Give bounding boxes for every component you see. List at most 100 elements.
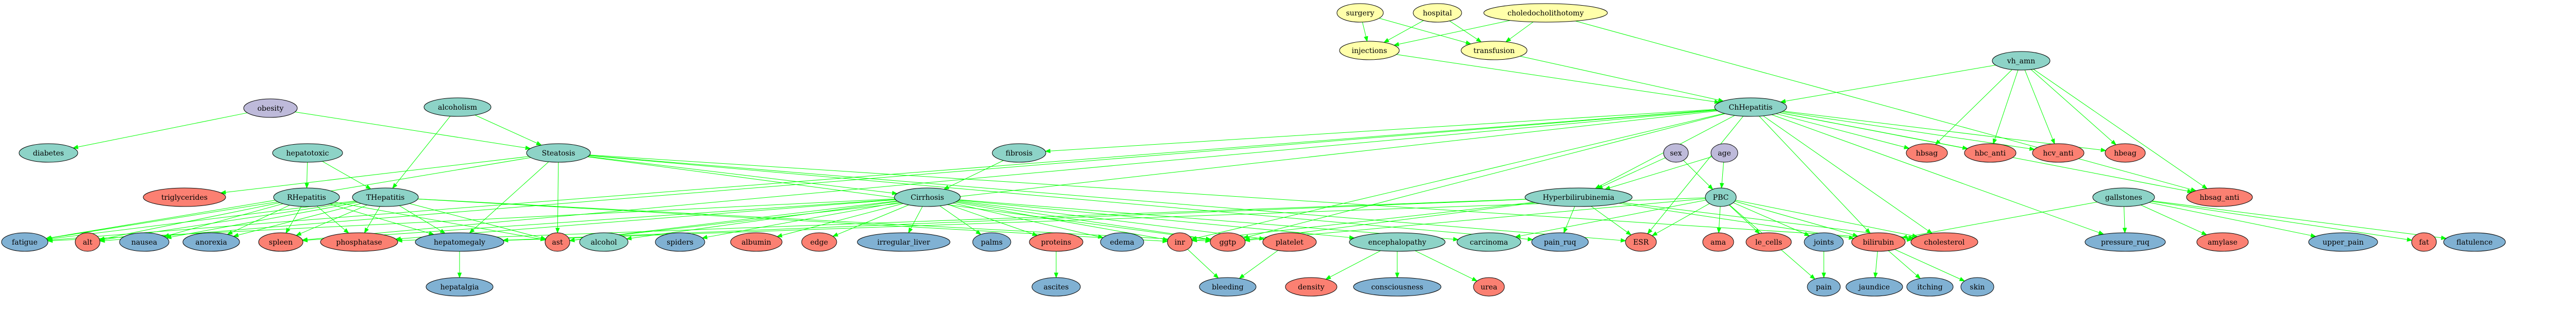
node-age[interactable]: age	[1710, 143, 1738, 163]
node-upper_pain[interactable]: upper_pain	[2308, 232, 2378, 252]
node-hcv_anti[interactable]: hcv_anti	[2032, 143, 2084, 163]
arrowhead-icon	[908, 227, 913, 234]
node-Cirrhosis[interactable]: Cirrhosis	[894, 187, 961, 207]
node-nausea[interactable]: nausea	[119, 232, 170, 252]
node-edge[interactable]: edge	[801, 232, 837, 252]
node-ellipse	[1483, 3, 1608, 23]
node-ellipse	[545, 232, 570, 252]
edge-ChHepatitis-to-ast	[569, 110, 1718, 243]
node-density[interactable]: density	[1285, 277, 1337, 297]
node-pain[interactable]: pain	[1807, 277, 1841, 297]
node-fibrosis[interactable]: fibrosis	[992, 143, 1046, 163]
node-ggtp[interactable]: ggtp	[1210, 232, 1246, 252]
edge-Cirrhosis-to-edema	[953, 202, 1104, 239]
node-ama[interactable]: ama	[1702, 232, 1734, 252]
node-hepatotoxic[interactable]: hepatotoxic	[272, 143, 343, 163]
node-label: cholesterol	[1924, 238, 1965, 247]
edge-line	[956, 201, 1207, 239]
node-fat[interactable]: fat	[2411, 232, 2437, 252]
node-gallstones[interactable]: gallstones	[2092, 187, 2155, 207]
node-hbsag_anti[interactable]: hbsag_anti	[2186, 187, 2253, 207]
node-encephalopathy[interactable]: encephalopathy	[1349, 232, 1446, 252]
node-flatulence[interactable]: flatulence	[2443, 232, 2506, 252]
node-jaundice[interactable]: jaundice	[1845, 277, 1903, 297]
node-carcinoma[interactable]: carcinoma	[1456, 232, 1521, 252]
node-albumin[interactable]: albumin	[730, 232, 783, 252]
node-PBC[interactable]: PBC	[1705, 187, 1737, 207]
node-cholesterol[interactable]: cholesterol	[1910, 232, 1978, 252]
arrowhead-icon	[1873, 272, 1878, 279]
node-ellipse	[352, 187, 419, 207]
node-skin[interactable]: skin	[1960, 277, 1994, 297]
node-sex[interactable]: sex	[1663, 143, 1689, 163]
node-joints[interactable]: joints	[1804, 232, 1844, 252]
node-irregular_liver[interactable]: irregular_liver	[857, 232, 951, 252]
node-label: spiders	[667, 238, 693, 247]
node-ellipse	[1031, 277, 1081, 297]
node-THepatitis[interactable]: THepatitis	[352, 187, 419, 207]
node-phosphatase[interactable]: phosphatase	[320, 232, 398, 252]
arrowhead-icon	[1563, 227, 1568, 234]
node-spiders[interactable]: spiders	[655, 232, 705, 252]
node-bleeding[interactable]: bleeding	[1199, 277, 1257, 297]
node-label: PBC	[1713, 194, 1729, 202]
node-hbc_anti[interactable]: hbc_anti	[1964, 143, 2016, 163]
node-amylase[interactable]: amylase	[2196, 232, 2249, 252]
node-label: hbeag	[2114, 149, 2137, 158]
edge-line	[2152, 200, 2442, 238]
node-ESR[interactable]: ESR	[1625, 232, 1657, 252]
node-urea[interactable]: urea	[1473, 277, 1505, 297]
node-ast[interactable]: ast	[545, 232, 570, 252]
node-Steatosis[interactable]: Steatosis	[526, 143, 591, 163]
node-anorexia[interactable]: anorexia	[182, 232, 240, 252]
edge-ChHepatitis-to-hbsag	[1776, 113, 1910, 149]
node-Hyperbilirubinemia[interactable]: Hyperbilirubinemia	[1524, 187, 1633, 207]
node-hospital[interactable]: hospital	[1413, 3, 1462, 23]
node-bilirubin[interactable]: bilirubin	[1851, 232, 1906, 252]
node-hbsag[interactable]: hbsag	[1906, 143, 1948, 163]
node-surgery[interactable]: surgery	[1336, 3, 1384, 23]
node-ellipse	[1167, 232, 1193, 252]
node-proteins[interactable]: proteins	[1029, 232, 1083, 252]
node-inr[interactable]: inr	[1167, 232, 1193, 252]
node-alcoholism[interactable]: alcoholism	[423, 97, 492, 117]
node-ellipse	[272, 143, 343, 163]
node-consciousness[interactable]: consciousness	[1353, 277, 1442, 297]
node-choledocholithotomy[interactable]: choledocholithotomy	[1483, 3, 1608, 23]
node-triglycerides[interactable]: triglycerides	[143, 187, 226, 207]
node-alcohol[interactable]: alcohol	[579, 232, 629, 252]
arrowhead-icon	[396, 238, 402, 243]
node-hbeag[interactable]: hbeag	[2105, 143, 2146, 163]
node-fatigue[interactable]: fatigue	[1, 232, 48, 252]
node-ellipse	[1, 232, 48, 252]
node-alt[interactable]: alt	[75, 232, 100, 252]
node-edema[interactable]: edema	[1100, 232, 1144, 252]
node-palms[interactable]: palms	[972, 232, 1011, 252]
node-hepatomegaly[interactable]: hepatomegaly	[415, 232, 504, 252]
node-ascites[interactable]: ascites	[1031, 277, 1081, 297]
node-platelet[interactable]: platelet	[1262, 232, 1317, 252]
node-pain_ruq[interactable]: pain_ruq	[1531, 232, 1589, 252]
node-label: density	[1298, 283, 1325, 291]
edge-line	[1938, 69, 2012, 142]
node-le_cells[interactable]: le_cells	[1745, 232, 1792, 252]
node-diabetes[interactable]: diabetes	[19, 143, 78, 163]
node-transfusion[interactable]: transfusion	[1461, 41, 1528, 60]
edge-line	[474, 114, 537, 144]
edge-line	[2124, 206, 2125, 229]
node-label: flatulence	[2456, 238, 2493, 247]
node-obesity[interactable]: obesity	[243, 98, 298, 118]
node-hepatalgia[interactable]: hepatalgia	[426, 277, 494, 297]
node-RHepatitis[interactable]: RHepatitis	[273, 187, 340, 207]
node-spleen[interactable]: spleen	[258, 232, 303, 252]
node-pressure_ruq[interactable]: pressure_ruq	[2084, 232, 2166, 252]
node-label: hospital	[1423, 9, 1452, 18]
node-vh_amn[interactable]: vh_amn	[1992, 51, 2050, 71]
node-itching[interactable]: itching	[1906, 277, 1954, 297]
node-label: pressure_ruq	[2101, 238, 2149, 247]
node-ChHepatitis[interactable]: ChHepatitis	[1714, 97, 1787, 117]
edge-THepatitis-to-anorexia	[232, 203, 361, 237]
node-label: phosphatase	[336, 238, 382, 247]
node-injections[interactable]: injections	[1339, 41, 1400, 60]
edge-line	[168, 203, 283, 236]
